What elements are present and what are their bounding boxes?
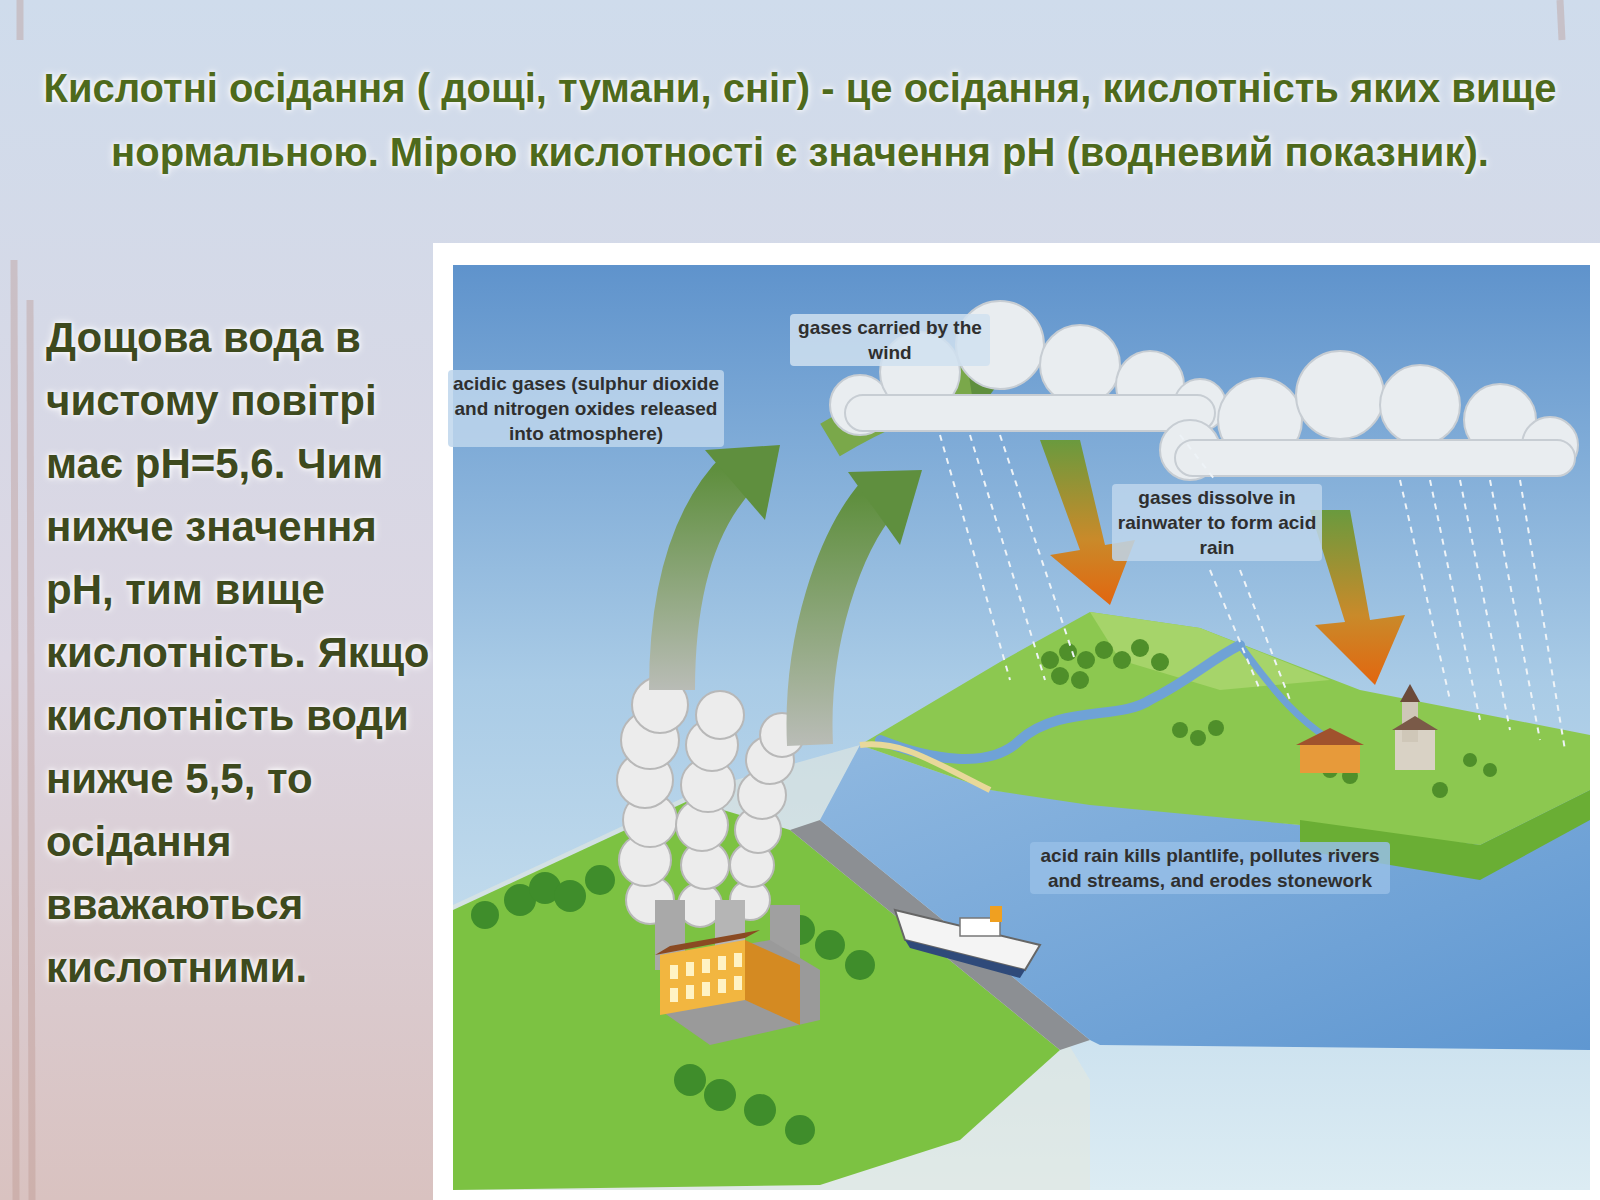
acid-rain-arrows [1040, 440, 1405, 685]
slide-title: Кислотні осідання ( дощі, тумани, сніг) … [40, 56, 1560, 184]
side-note: Дощова вода в чистому повітрі має pH=5,6… [46, 306, 436, 999]
factory [655, 900, 820, 1045]
rain [940, 435, 1565, 750]
smoke [617, 677, 804, 927]
ship [895, 906, 1040, 978]
figure-label: acidic gases (sulphur dioxide and nitrog… [448, 370, 724, 447]
figure-label: gases carried by the wind [790, 314, 990, 366]
church [1296, 684, 1438, 773]
figure-label: gases dissolve in rainwater to form acid… [1112, 484, 1322, 561]
figure-label: acid rain kills plantlife, pollutes rive… [1030, 842, 1390, 894]
